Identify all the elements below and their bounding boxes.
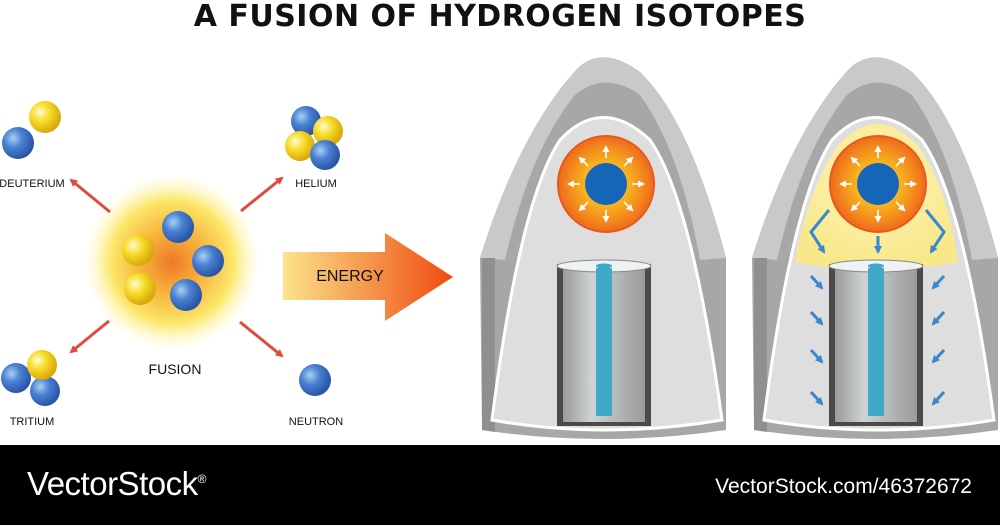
footer-bar: VectorStock® VectorStock.com/46372672: [0, 445, 1000, 525]
reaction-arrows: [69, 176, 284, 358]
reactor-before: [480, 57, 726, 440]
proton-particle: [124, 273, 156, 305]
fusion-diagram: [1, 57, 998, 440]
neutron-particle: [162, 211, 194, 243]
energy-arrow: [283, 233, 453, 321]
page-title: A FUSION OF HYDROGEN ISOTOPES: [193, 0, 807, 34]
arrow-to-deuterium: [69, 178, 111, 214]
label-energy: ENERGY: [316, 268, 384, 285]
brand-mark: ®: [197, 472, 207, 486]
helium-atom: [285, 106, 343, 170]
fusion-glow: [84, 174, 260, 350]
reactor-after: [752, 57, 998, 440]
arrow-to-tritium: [69, 319, 110, 354]
stock-url[interactable]: VectorStock.com/46372672: [715, 475, 972, 498]
proton-particle: [122, 234, 154, 266]
arrow-to-helium: [240, 176, 284, 213]
fusion-nucleus: [122, 211, 224, 311]
brand-logo[interactable]: VectorStock®: [27, 465, 206, 503]
energy-flow-arrows: [809, 209, 946, 406]
label-neutron: NEUTRON: [288, 416, 344, 428]
label-helium: HELIUM: [295, 178, 337, 190]
label-deuterium: DEUTERIUM: [0, 178, 65, 190]
arrow-to-neutron: [239, 320, 284, 358]
brand-name: VectorStock: [27, 465, 198, 502]
neutron-particle: [192, 245, 224, 277]
neutron-particle: [170, 279, 202, 311]
label-fusion: FUSION: [148, 361, 202, 377]
deuterium-atom: [2, 101, 61, 159]
free-neutron: [299, 364, 331, 396]
label-tritium: TRITIUM: [9, 416, 55, 428]
tritium-atom: [1, 350, 60, 406]
